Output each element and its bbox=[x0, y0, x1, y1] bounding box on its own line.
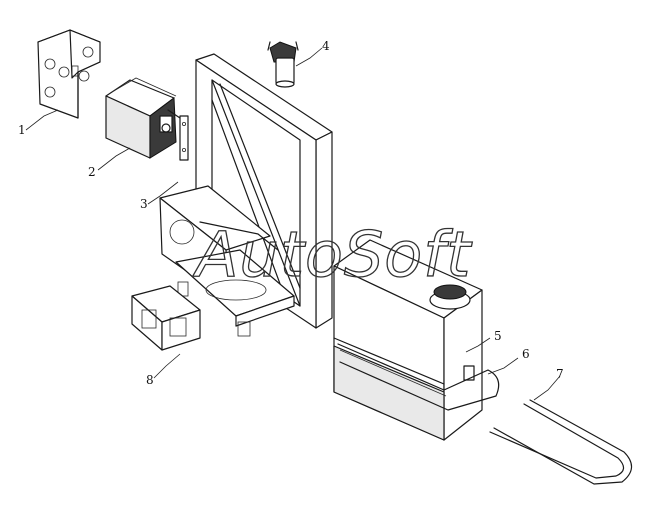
leader-7 bbox=[533, 375, 561, 401]
leader-3 bbox=[147, 181, 179, 205]
leader-2 bbox=[97, 147, 131, 171]
part-7-rod bbox=[489, 399, 633, 485]
leader-6 bbox=[487, 357, 519, 375]
callout-2: 2 bbox=[88, 165, 96, 179]
part-8-plate bbox=[131, 285, 201, 351]
watermark-text: AutoSoft bbox=[192, 218, 473, 291]
leader-5 bbox=[465, 337, 491, 353]
callout-3: 3 bbox=[140, 197, 148, 211]
callout-1: 1 bbox=[18, 123, 26, 137]
callout-6: 6 bbox=[522, 347, 530, 361]
leader-8 bbox=[153, 353, 181, 379]
leader-4 bbox=[295, 47, 323, 67]
callout-5: 5 bbox=[494, 329, 502, 343]
part-2-control-unit bbox=[105, 77, 189, 161]
part-1-bracket bbox=[37, 29, 101, 119]
callout-8: 8 bbox=[146, 373, 154, 387]
leader-1 bbox=[25, 109, 59, 131]
callout-4: 4 bbox=[322, 39, 330, 53]
part-3-tray-bracket bbox=[159, 185, 295, 337]
part-4-filter bbox=[267, 41, 299, 88]
part-6-strap bbox=[337, 343, 500, 411]
callout-7: 7 bbox=[556, 367, 564, 381]
